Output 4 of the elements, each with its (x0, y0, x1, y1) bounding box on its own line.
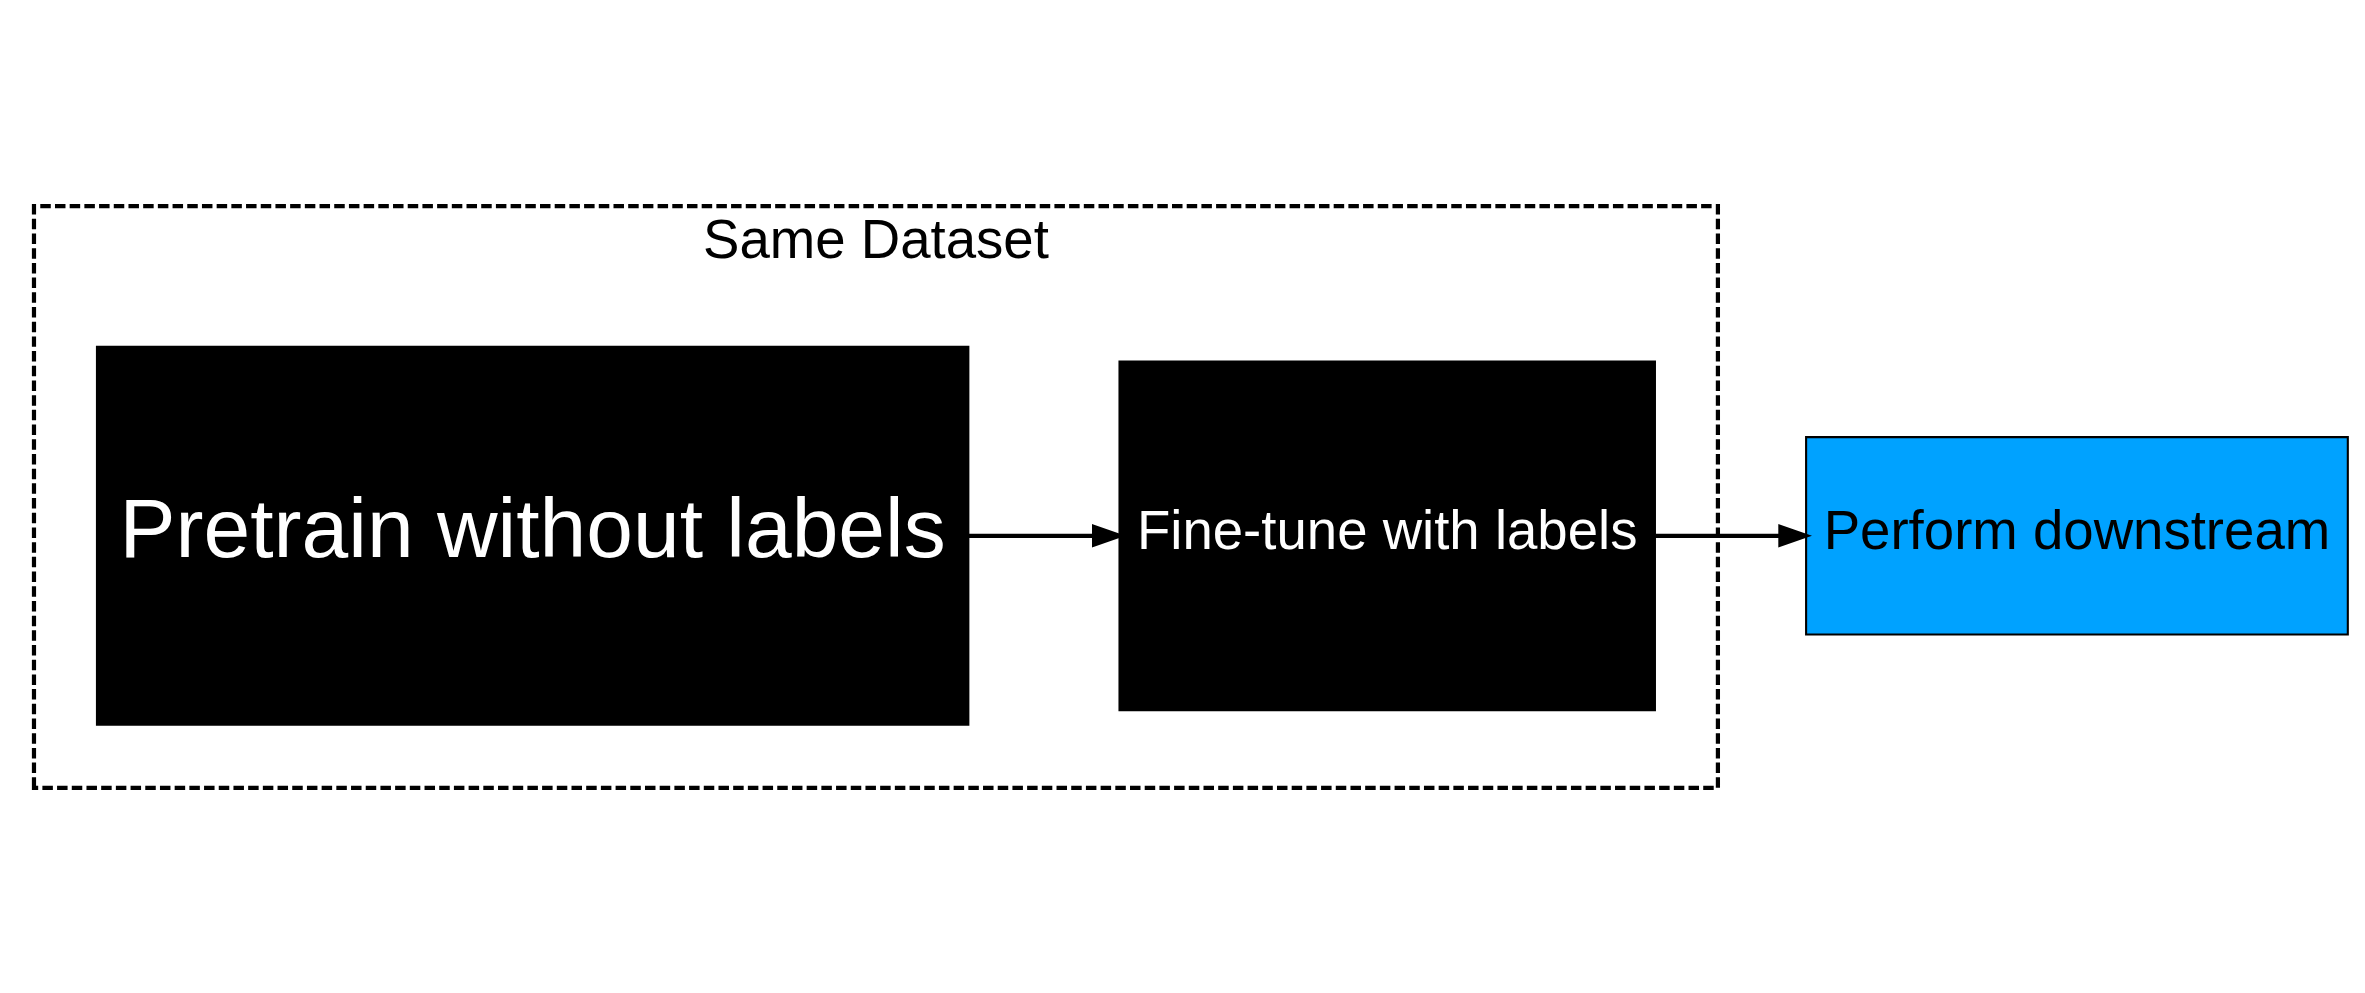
arrow (1655, 523, 1812, 548)
node-box: Fine-tune with labels (1118, 360, 1656, 711)
node-box: Perform downstream (1805, 435, 2349, 636)
node-box: Pretrain without labels (95, 345, 970, 726)
